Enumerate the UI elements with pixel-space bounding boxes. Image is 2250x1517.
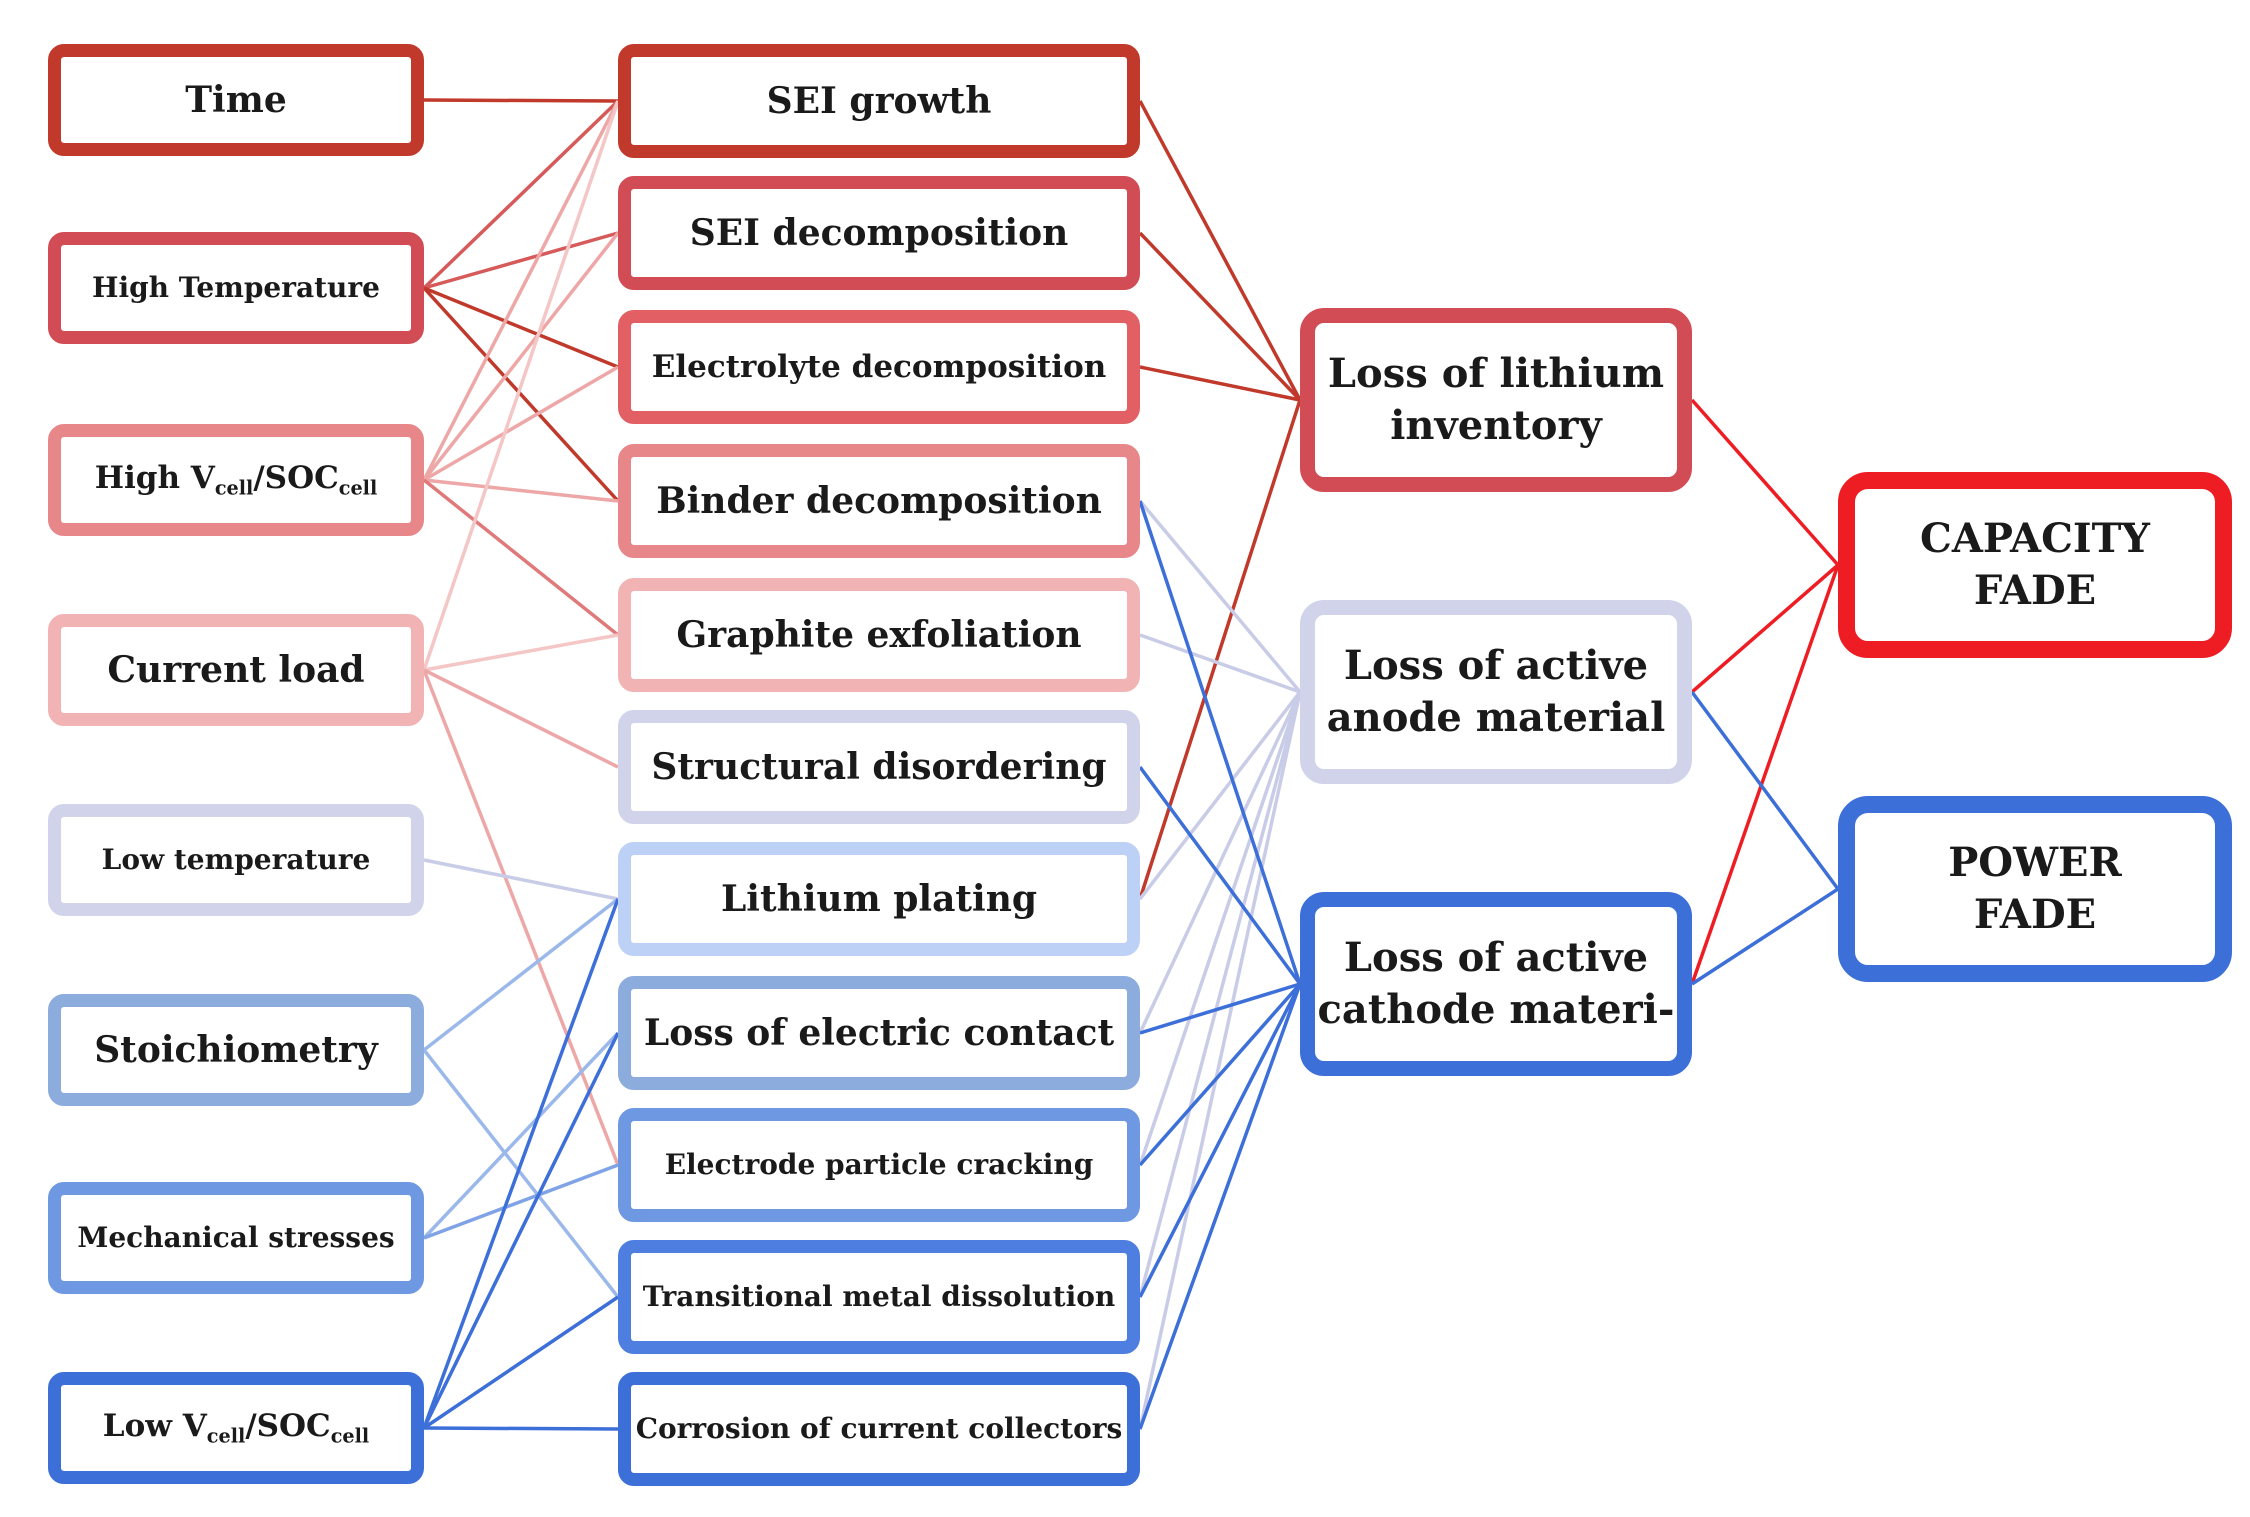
mechanism-label: Structural disordering [651, 745, 1107, 788]
mechanism-sei-growth: SEI growth [618, 44, 1140, 158]
cause-label: High Temperature [92, 270, 380, 304]
mechanism-structural-disordering: Structural disordering [618, 710, 1140, 824]
link-lam_a-to-capacity [1690, 563, 1840, 694]
link-current-to-cracking [422, 669, 620, 1166]
link-high_v-to-graphite [422, 478, 620, 637]
cause-label: Low temperature [101, 842, 371, 876]
mechanism-sei-decomposition: SEI decomposition [618, 176, 1140, 290]
mechanism-electrolyte-decomposition: Electrolyte decomposition [618, 310, 1140, 424]
link-high_v-to-sei_decomp [422, 231, 620, 482]
link-contact-to-lam_c [1139, 982, 1301, 1035]
mechanism-electrode-particle-cracking: Electrode particle cracking [618, 1108, 1140, 1222]
cause-label: High Vcell/SOCcell [94, 460, 378, 500]
cause-mechanical-stresses: Mechanical stresses [48, 1182, 424, 1294]
link-stoich-to-dissolution [422, 1048, 620, 1299]
link-corrosion-to-lam_a [1138, 691, 1302, 1430]
mechanism-lithium-plating: Lithium plating [618, 842, 1140, 956]
link-sei_growth-to-lli [1138, 100, 1302, 401]
link-high_v-to-sei_growth [422, 100, 620, 481]
link-high_temp-to-binder [422, 286, 620, 503]
link-current-to-structural [423, 668, 619, 769]
cause-low-voltage-soc: Low Vcell/SOCcell [48, 1372, 424, 1484]
link-binder-to-lam_a [1138, 499, 1302, 694]
link-plating-to-lli [1138, 399, 1302, 900]
mechanism-corrosion-of-current-collectors: Corrosion of current collectors [618, 1372, 1140, 1486]
mechanism-label: Binder decomposition [656, 479, 1102, 522]
cause-time: Time [48, 44, 424, 156]
link-lli-to-capacity [1690, 398, 1840, 567]
cause-stoichiometry: Stoichiometry [48, 994, 424, 1106]
link-dissolution-to-lam_c [1138, 983, 1302, 1298]
link-dissolution-to-lam_a [1138, 691, 1302, 1298]
link-high_temp-to-sei_growth [422, 99, 620, 290]
link-low_v-to-dissolution [423, 1295, 619, 1430]
mechanism-label: Electrolyte decomposition [651, 348, 1107, 385]
mechanism-label: Corrosion of current collectors [635, 1411, 1123, 1445]
link-low_temp-to-plating [423, 858, 619, 901]
mechanism-graphite-exfoliation: Graphite exfoliation [618, 578, 1140, 692]
link-cracking-to-lam_a [1138, 691, 1302, 1166]
link-sei_decomp-to-lli [1138, 231, 1302, 402]
link-plating-to-lam_a [1138, 690, 1302, 901]
cause-label: Stoichiometry [94, 1028, 378, 1071]
link-high_temp-to-sei_decomp [423, 231, 619, 290]
link-low_v-to-plating [422, 898, 620, 1429]
mechanism-label: Graphite exfoliation [676, 613, 1082, 656]
link-graphite-to-lam_a [1139, 633, 1301, 694]
mechanism-label: Lithium plating [720, 877, 1038, 920]
link-low_v-to-contact [422, 1032, 620, 1429]
link-binder-to-lam_c [1138, 500, 1302, 985]
cause-low-temperature: Low temperature [48, 804, 424, 916]
link-lam_a-to-power [1690, 690, 1840, 891]
link-time-to-sei_growth [423, 98, 619, 103]
link-cracking-to-lam_c [1138, 982, 1302, 1167]
cause-high-temperature: High Temperature [48, 232, 424, 344]
link-current-to-graphite [423, 633, 619, 672]
cause-current-load: Current load [48, 614, 424, 726]
link-lam_c-to-power [1691, 887, 1839, 986]
mechanism-label: SEI decomposition [689, 211, 1069, 254]
link-electrolyte-to-lli [1139, 365, 1301, 402]
cause-label: Low Vcell/SOCcell [102, 1408, 370, 1448]
link-stoich-to-plating [422, 897, 620, 1052]
link-mech-to-cracking [423, 1163, 619, 1240]
cause-label: Mechanical stresses [77, 1220, 395, 1254]
cause-label: Current load [107, 648, 365, 691]
link-corrosion-to-lam_c [1138, 983, 1302, 1430]
mechanism-transitional-metal-dissolution: Transitional metal dissolution [618, 1240, 1140, 1354]
link-lam_c-to-capacity [1690, 564, 1840, 985]
link-structural-to-lam_c [1138, 765, 1302, 986]
link-current-to-sei_growth [422, 100, 620, 671]
cause-label: Time [185, 78, 287, 121]
mechanism-label: Loss of electric contact [643, 1011, 1115, 1054]
mechanism-loss-of-electric-contact: Loss of electric contact [618, 976, 1140, 1090]
link-contact-to-lam_a [1138, 691, 1302, 1034]
link-low_v-to-corrosion [423, 1426, 619, 1431]
cause-high-voltage-soc: High Vcell/SOCcell [48, 424, 424, 536]
mechanism-label: Electrode particle cracking [664, 1147, 1094, 1181]
mechanism-label: SEI growth [766, 79, 992, 122]
link-mech-to-contact [422, 1031, 620, 1240]
mechanism-binder-decomposition: Binder decomposition [618, 444, 1140, 558]
link-high_v-to-binder [423, 478, 619, 503]
mechanism-label: Transitional metal dissolution [642, 1279, 1116, 1313]
link-high_v-to-electrolyte [423, 365, 619, 482]
link-high_temp-to-electrolyte [423, 286, 619, 369]
